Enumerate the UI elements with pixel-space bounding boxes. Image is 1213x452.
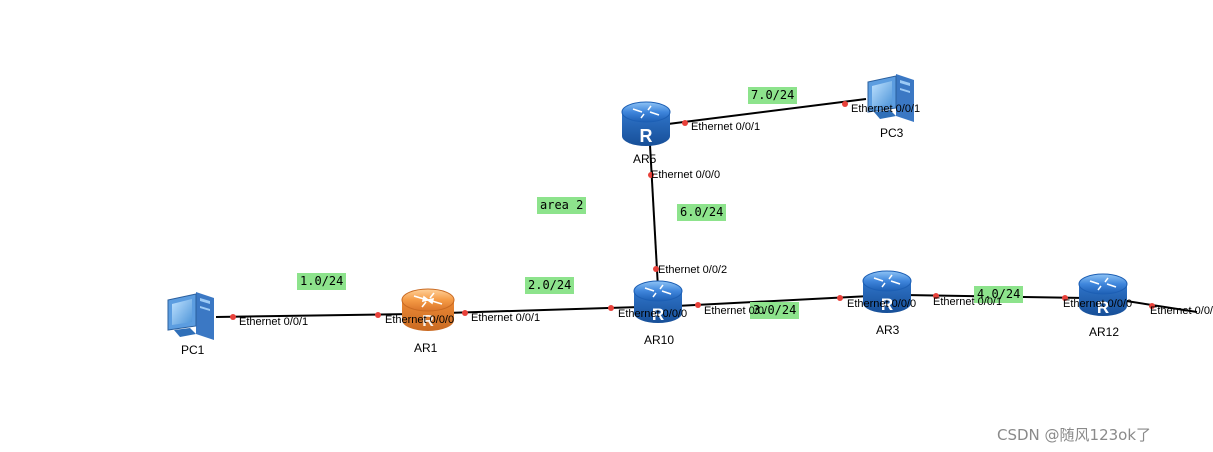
port-label-ar1-left: Ethernet 0/0/0: [385, 314, 455, 326]
network-tag-6: 6.0/24: [677, 204, 727, 221]
port-label-ar3-left: Ethernet 0/0/0: [847, 298, 917, 310]
watermark-text: CSDN @随风123ok了: [997, 426, 1152, 444]
port-dot: [375, 312, 381, 318]
port-dot: [608, 305, 614, 311]
network-tag-2: 2.0/24: [525, 277, 575, 294]
network-tag-7: 7.0/24: [748, 87, 798, 104]
device-name-ar1: AR1: [414, 341, 438, 355]
ar1-device[interactable]: R: [401, 288, 455, 331]
pc1-device[interactable]: [167, 292, 214, 340]
pc-icon: [867, 74, 914, 122]
svg-text:R: R: [881, 295, 893, 314]
port-dot: [230, 314, 236, 320]
network-tag-3: 3.0/24: [750, 302, 800, 319]
ar5-device[interactable]: R: [621, 101, 671, 146]
link-ar10-ar5[interactable]: [649, 144, 659, 289]
port-label-ar5-down: Ethernet 0/0/0: [651, 169, 721, 181]
port-dot: [837, 295, 843, 301]
svg-text:R: R: [422, 313, 434, 330]
port-dot: [648, 172, 654, 178]
port-dot: [653, 266, 659, 272]
port-label-pc3: Ethernet 0/0/1: [851, 103, 921, 115]
router-icon: R: [633, 280, 683, 324]
port-label-ar10-left: Ethernet 0/0/0: [618, 308, 688, 320]
port-label-ar5-right: Ethernet 0/0/1: [691, 121, 761, 133]
network-tag-1: 1.0/24: [297, 273, 347, 290]
router-icon: R: [862, 270, 912, 314]
link-ar1-ar10[interactable]: [445, 306, 641, 314]
svg-text:R: R: [640, 126, 653, 146]
router-icon: R: [621, 101, 671, 146]
ar12-device[interactable]: R: [1078, 273, 1128, 317]
pc-icon: [167, 292, 214, 340]
port-label-ar1-right: Ethernet 0/0/1: [471, 312, 541, 324]
port-label-ar12-right: Ethernet 0/0/: [1150, 305, 1213, 317]
device-name-ar5: AR5: [633, 152, 657, 166]
link-ar5-pc3[interactable]: [667, 98, 867, 125]
device-name-ar10: AR10: [644, 333, 675, 347]
port-dots: [230, 101, 1155, 320]
device-name-ar12: AR12: [1089, 325, 1120, 339]
port-dot: [1149, 303, 1155, 309]
port-dot: [933, 293, 939, 299]
svg-text:R: R: [652, 305, 664, 324]
port-dot: [695, 302, 701, 308]
port-dot: [462, 310, 468, 316]
device-name-ar3: AR3: [876, 323, 900, 337]
router-icon: R: [1078, 273, 1128, 317]
device-name-pc1: PC1: [181, 343, 205, 357]
router-icon: R: [401, 288, 455, 331]
port-dot: [842, 101, 848, 107]
svg-text:R: R: [1097, 298, 1109, 317]
network-tag-4: 4.0/24: [974, 286, 1024, 303]
port-label-ar12-left: Ethernet 0/0/0: [1063, 298, 1133, 310]
port-dot: [1062, 295, 1068, 301]
port-label-ar10-up: Ethernet 0/0/2: [658, 264, 728, 276]
port-dot: [682, 120, 688, 126]
area-tag: area 2: [537, 197, 587, 214]
pc3-device[interactable]: [867, 74, 914, 122]
device-name-pc3: PC3: [880, 126, 904, 140]
port-label-pc1: Ethernet 0/0/1: [239, 316, 309, 328]
link-ar12-out[interactable]: [1119, 299, 1198, 313]
ar3-device[interactable]: R: [862, 270, 912, 314]
port-label-ar3-right: Ethernet 0/0/1: [933, 296, 1003, 308]
port-label-ar10-right: Ethernet 0/0/: [704, 305, 767, 317]
ar10-device[interactable]: R: [633, 280, 683, 324]
